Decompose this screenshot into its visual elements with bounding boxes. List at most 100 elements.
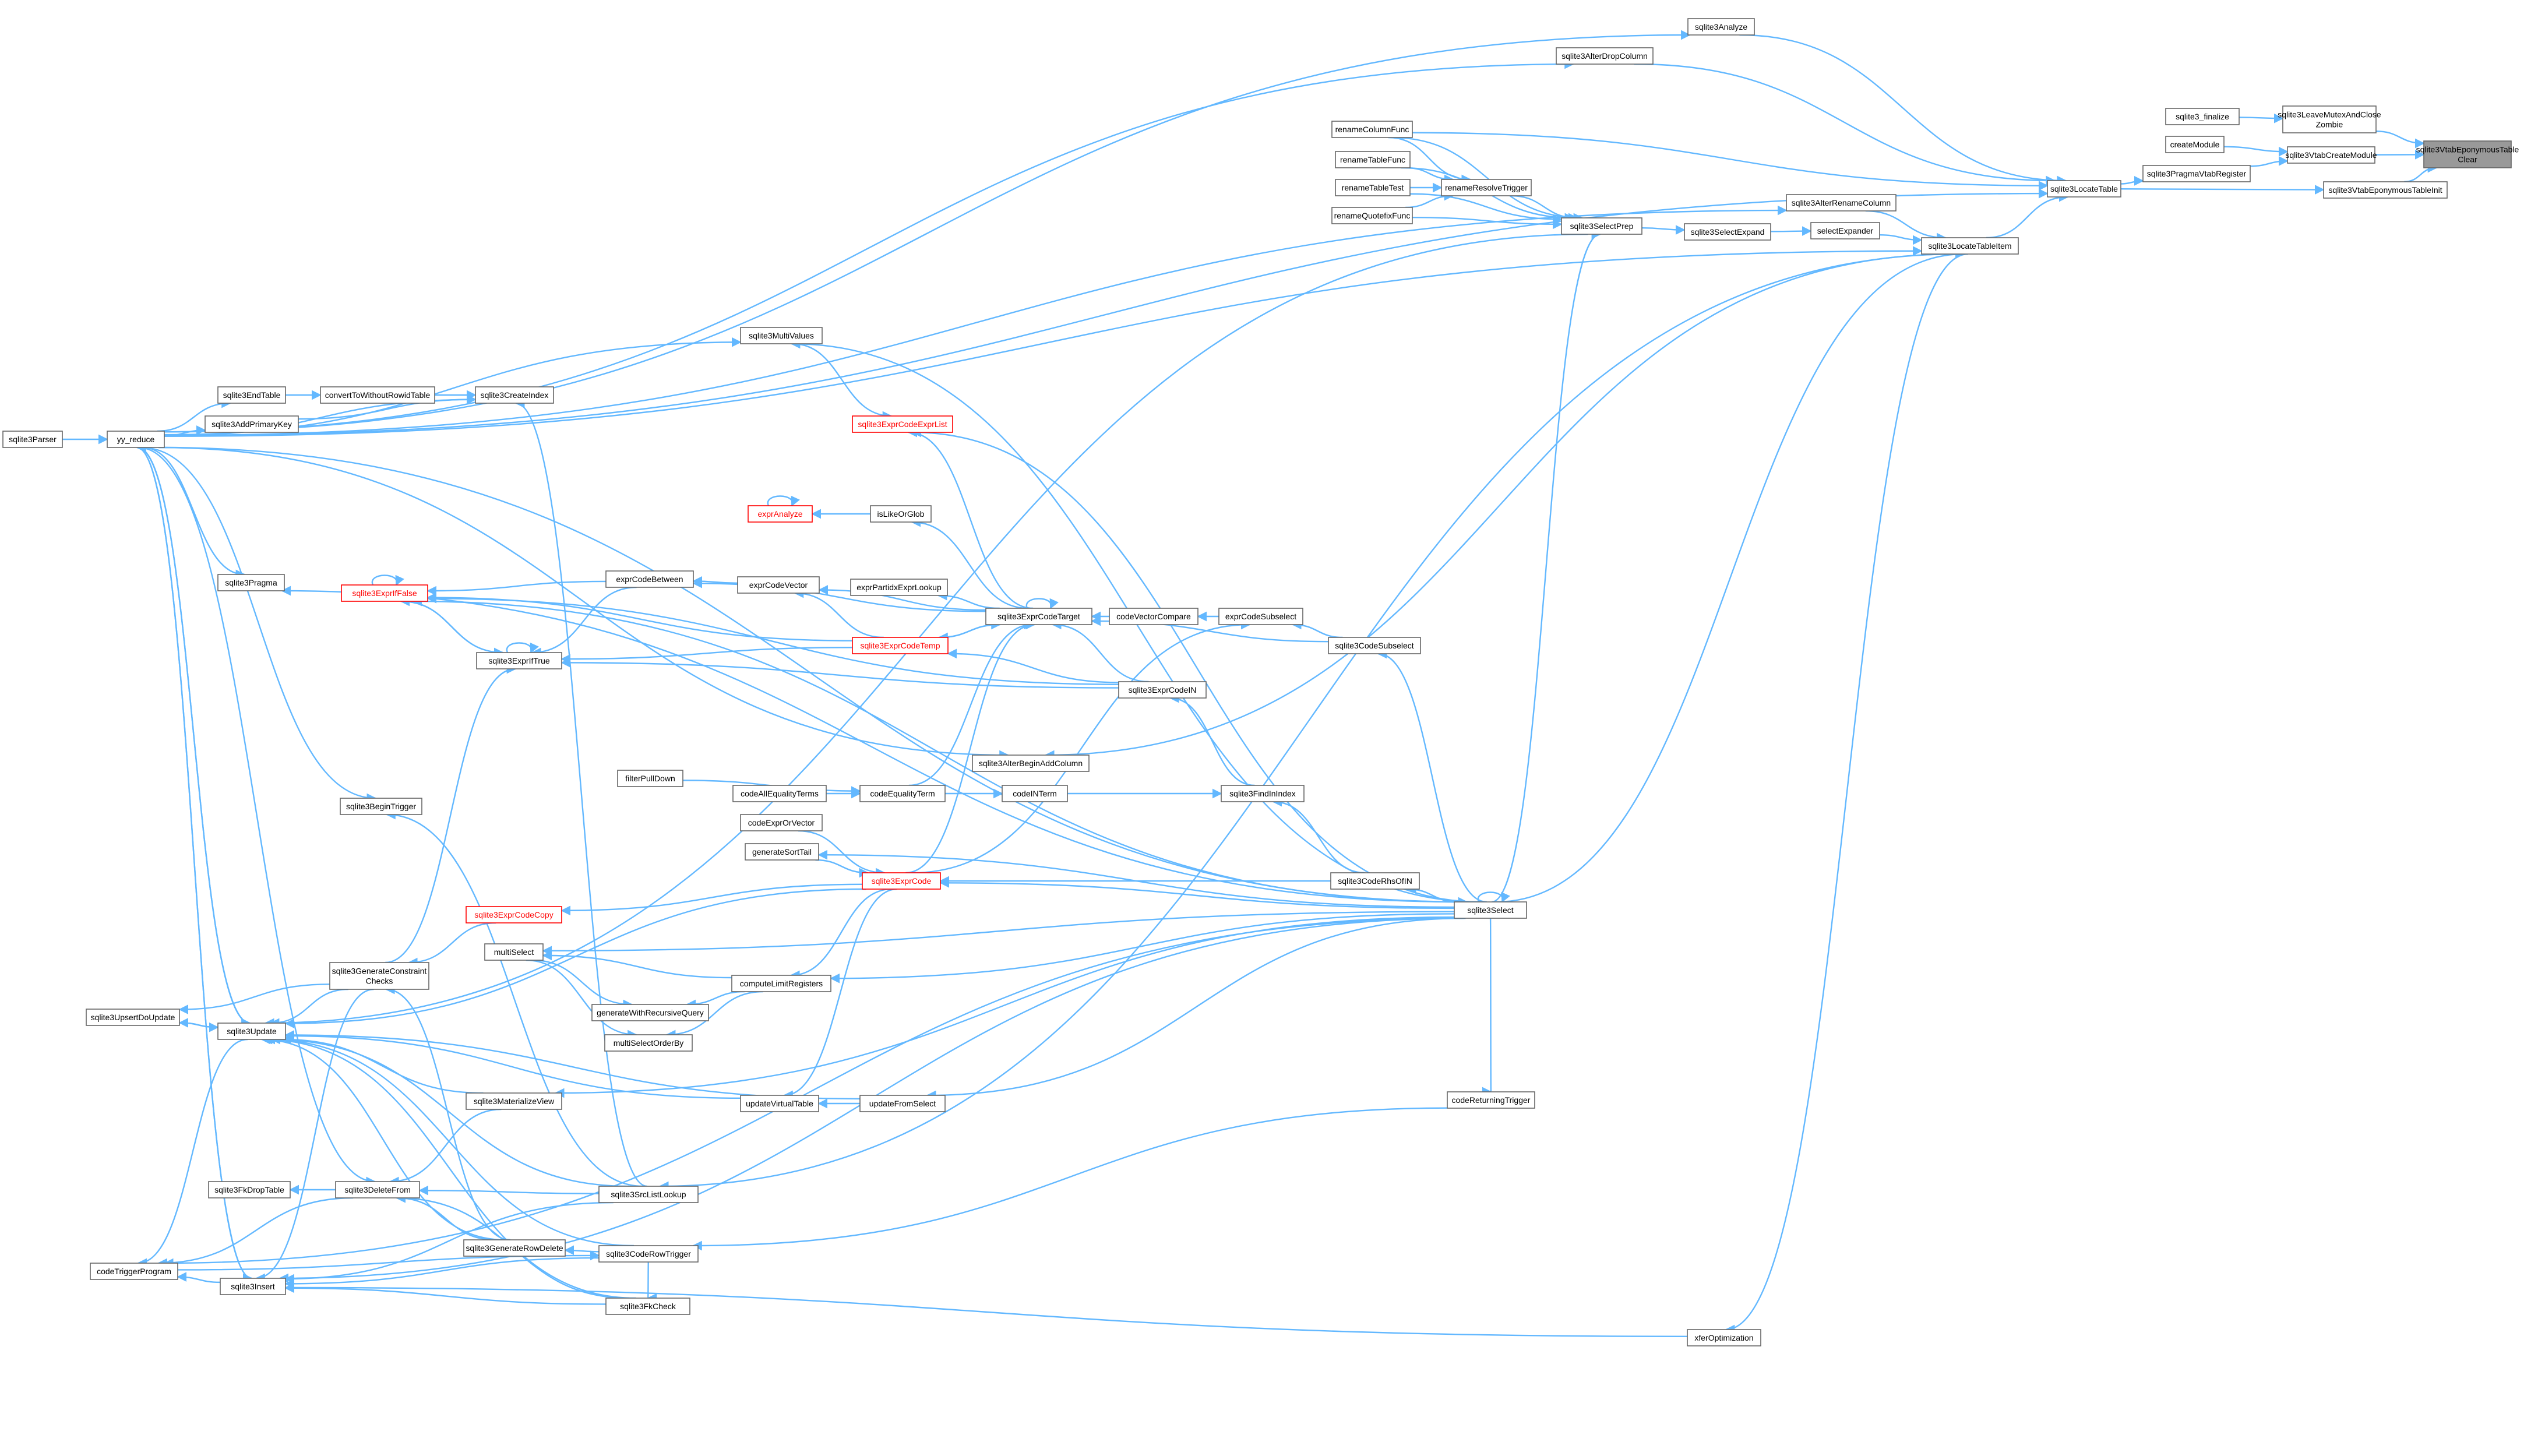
node-label: sqlite3ExprCodeIN <box>1129 685 1197 694</box>
node-materializeView[interactable]: sqlite3MaterializeView <box>466 1092 562 1110</box>
node-codeRhsOfIN[interactable]: sqlite3CodeRhsOfIN <box>1330 872 1420 890</box>
node-exprCodeExprList[interactable]: sqlite3ExprCodeExprList <box>852 415 953 433</box>
edge-multiValues-to-exprCodeExprList <box>792 343 893 421</box>
node-fkCheck[interactable]: sqlite3FkCheck <box>605 1298 690 1315</box>
node-alterRenameColumn[interactable]: sqlite3AlterRenameColumn <box>1786 194 1897 211</box>
node-generateRowDelete[interactable]: sqlite3GenerateRowDelete <box>463 1239 566 1257</box>
node-exprCodeIN[interactable]: sqlite3ExprCodeIN <box>1118 681 1207 699</box>
edge-exprCodeIN-to-exprIfFalse <box>426 593 1119 685</box>
node-label: renameTableTest <box>1342 183 1404 192</box>
edge-generateRowDelete-to-deleteFrom <box>396 1193 496 1241</box>
node-createIndex[interactable]: sqlite3CreateIndex <box>475 386 554 404</box>
node-codeTriggerProgram[interactable]: codeTriggerProgram <box>90 1263 178 1280</box>
node-endTable[interactable]: sqlite3EndTable <box>217 386 286 404</box>
node-computeLimitRegisters[interactable]: computeLimitRegisters <box>731 975 831 992</box>
node-codeReturningTrigger[interactable]: codeReturningTrigger <box>1447 1091 1535 1109</box>
node-isLikeOrGlob[interactable]: isLikeOrGlob <box>870 505 932 523</box>
node-addPrimaryKey[interactable]: sqlite3AddPrimaryKey <box>205 415 299 433</box>
node-convertToWithoutRowid[interactable]: convertToWithoutRowidTable <box>320 386 435 404</box>
node-label: sqlite3SelectPrep <box>1570 221 1634 231</box>
node-codeINTerm[interactable]: codeINTerm <box>1002 785 1068 802</box>
edge-xferOptimization-to-insert <box>284 1282 1688 1337</box>
node-generateSortTail[interactable]: generateSortTail <box>745 843 819 861</box>
node-label: sqlite3LeaveMutexAndClose <box>2278 110 2381 119</box>
node-box <box>335 1181 420 1198</box>
node-vtabCreateModule[interactable]: sqlite3VtabCreateModule <box>2285 146 2377 164</box>
node-upsertDoUpdate[interactable]: sqlite3UpsertDoUpdate <box>86 1009 180 1026</box>
node-multiValues[interactable]: sqlite3MultiValues <box>740 327 823 344</box>
node-locateTableItem[interactable]: sqlite3LocateTableItem <box>1921 237 2019 255</box>
node-insert[interactable]: sqlite3Insert <box>220 1278 286 1295</box>
node-renameColumnFunc[interactable]: renameColumnFunc <box>1331 121 1413 138</box>
node-exprAnalyze[interactable]: exprAnalyze <box>748 505 813 523</box>
node-finalize[interactable]: sqlite3_finalize <box>2165 108 2240 125</box>
node-alterBeginAddColumn[interactable]: sqlite3AlterBeginAddColumn <box>972 755 1090 772</box>
node-select[interactable]: sqlite3Select <box>1454 901 1527 919</box>
node-eponInit[interactable]: sqlite3VtabEponymousTableInit <box>2323 181 2448 199</box>
edge-updateVirtualTable-to-update <box>284 1031 741 1099</box>
node-renameQuotefixFunc[interactable]: renameQuotefixFunc <box>1331 207 1413 224</box>
node-parser[interactable]: sqlite3Parser <box>2 431 63 448</box>
node-pragma[interactable]: sqlite3Pragma <box>217 574 285 591</box>
node-filterPullDown[interactable]: filterPullDown <box>617 770 683 787</box>
node-selectPrep[interactable]: sqlite3SelectPrep <box>1561 217 1642 235</box>
edge-select-to-exprCode <box>939 877 1455 909</box>
node-alterDropColumn[interactable]: sqlite3AlterDropColumn <box>1556 47 1654 65</box>
node-multiSelectOrderBy[interactable]: multiSelectOrderBy <box>604 1034 693 1052</box>
node-yyReduce[interactable]: yy_reduce <box>107 431 165 448</box>
node-srcListLookup[interactable]: sqlite3SrcListLookup <box>598 1186 699 1203</box>
node-box <box>205 415 299 433</box>
node-updateVirtualTable[interactable]: updateVirtualTable <box>740 1095 819 1112</box>
node-exprCodeBetween[interactable]: exprCodeBetween <box>605 570 694 588</box>
node-locateTable[interactable]: sqlite3LocateTable <box>2047 180 2121 198</box>
node-box <box>591 1004 709 1021</box>
node-exprCode[interactable]: sqlite3ExprCode <box>862 872 941 890</box>
edge-locateTableItem-to-srcListLookup <box>658 253 1959 1191</box>
node-update[interactable]: sqlite3Update <box>217 1023 286 1040</box>
node-codeAllEqualityTerms[interactable]: codeAllEqualityTerms <box>732 785 827 802</box>
node-codeExprOrVector[interactable]: codeExprOrVector <box>740 814 823 831</box>
node-codeVectorCompare[interactable]: codeVectorCompare <box>1109 608 1198 625</box>
node-beginTrigger[interactable]: sqlite3BeginTrigger <box>340 798 422 815</box>
edge-pragmaVtabRegister-to-vtabCreateModule <box>2250 156 2289 167</box>
node-createModule[interactable]: createModule <box>2165 136 2225 153</box>
node-selectExpand[interactable]: sqlite3SelectExpand <box>1684 223 1771 241</box>
node-exprCodeTemp[interactable]: sqlite3ExprCodeTemp <box>852 637 949 654</box>
node-multiSelect[interactable]: multiSelect <box>484 943 544 961</box>
node-exprIfTrue[interactable]: sqlite3ExprIfTrue <box>476 652 562 669</box>
node-pragmaVtabRegister[interactable]: sqlite3PragmaVtabRegister <box>2142 165 2251 182</box>
node-exprPartidxExprLookup[interactable]: exprPartidxExprLookup <box>850 579 948 596</box>
node-exprCodeTarget[interactable]: sqlite3ExprCodeTarget <box>985 608 1092 625</box>
edge-select-to-generateSortTail <box>817 849 1455 908</box>
node-generateWithRecursiveQuery[interactable]: generateWithRecursiveQuery <box>591 1004 709 1021</box>
node-deleteFrom[interactable]: sqlite3DeleteFrom <box>335 1181 420 1198</box>
edge-yyReduce-to-locateTable <box>164 188 2049 436</box>
node-label: sqlite3_finalize <box>2176 112 2229 121</box>
node-updateFromSelect[interactable]: updateFromSelect <box>859 1095 946 1112</box>
node-codeSubselect[interactable]: sqlite3CodeSubselect <box>1328 637 1421 654</box>
node-box <box>86 1009 180 1026</box>
node-renameResolveTrigger[interactable]: renameResolveTrigger <box>1441 179 1532 196</box>
node-renameTableTest[interactable]: renameTableTest <box>1335 179 1411 196</box>
node-selectExpander[interactable]: selectExpander <box>1810 222 1880 239</box>
node-exprCodeCopy[interactable]: sqlite3ExprCodeCopy <box>466 906 562 923</box>
edge-exprCodeTemp-to-exprIfTrue <box>561 647 853 664</box>
node-xferOptimization[interactable]: xferOptimization <box>1687 1329 1761 1346</box>
node-exprCodeVector[interactable]: exprCodeVector <box>737 576 820 594</box>
node-exprCodeSubselect[interactable]: exprCodeSubselect <box>1218 608 1303 625</box>
node-box <box>1331 207 1413 224</box>
node-exprIfFalse[interactable]: sqlite3ExprIfFalse <box>341 584 428 602</box>
node-codeRowTrigger[interactable]: sqlite3CodeRowTrigger <box>598 1245 699 1263</box>
node-analyze[interactable]: sqlite3Analyze <box>1687 18 1755 36</box>
node-findInIndex[interactable]: sqlite3FindInIndex <box>1221 785 1305 802</box>
node-label: sqlite3LocateTable <box>2050 184 2118 193</box>
node-renameTableFunc[interactable]: renameTableFunc <box>1335 151 1411 168</box>
edge-codeRowTrigger-to-update <box>265 1034 634 1247</box>
node-codeEqualityTerm[interactable]: codeEqualityTerm <box>859 785 946 802</box>
edge-exprCodeBetween-to-exprIfTrue <box>531 586 637 658</box>
node-fkDropTable[interactable]: sqlite3FkDropTable <box>208 1181 291 1198</box>
